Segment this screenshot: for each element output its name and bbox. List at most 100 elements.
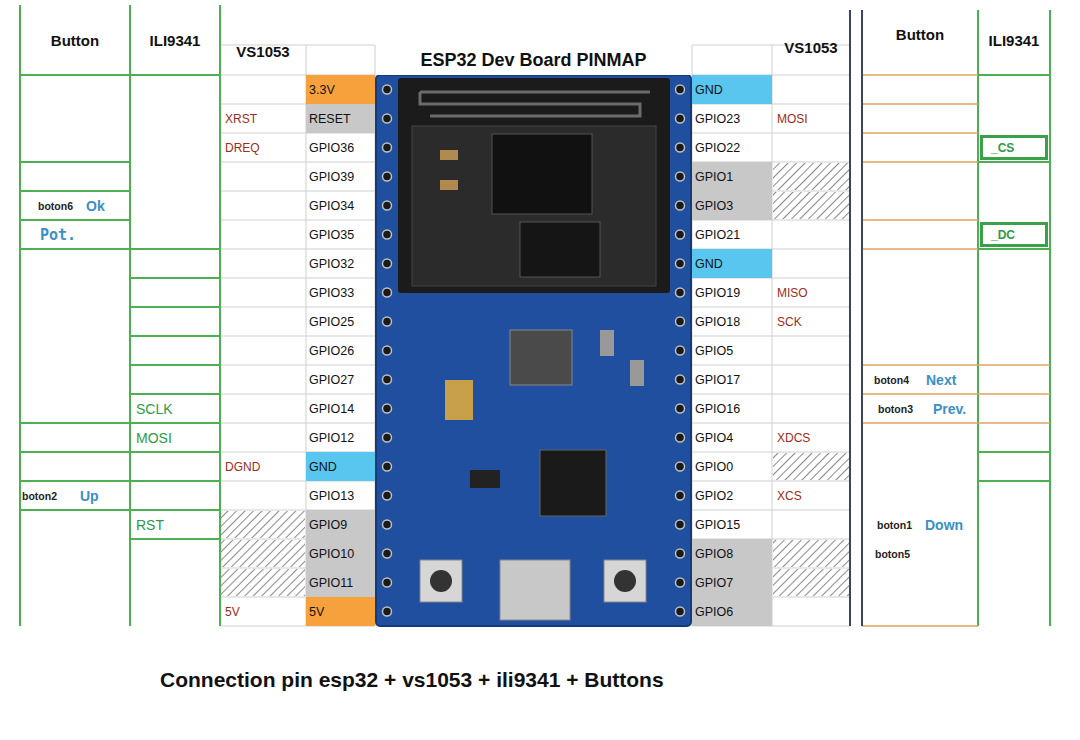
- pin-name: GPIO12: [306, 423, 375, 452]
- signal-name: XDCS: [772, 423, 850, 452]
- header-pins: [676, 201, 685, 210]
- header-pins: [676, 607, 685, 616]
- header-pins: [383, 491, 392, 500]
- pcb: [376, 75, 691, 626]
- header-pins: [383, 259, 392, 268]
- button-function: Next: [926, 365, 956, 394]
- pin-name: GPIO35: [306, 220, 375, 249]
- smd-parts: [440, 150, 458, 160]
- signal-name: _DC: [980, 222, 1048, 247]
- column-header: VS1053: [220, 30, 306, 72]
- diagram-caption: Connection pin esp32 + vs1053 + ili9341 …: [160, 664, 664, 696]
- en-button: [420, 560, 462, 602]
- hatched-cell: [773, 540, 849, 567]
- antenna-trace: [420, 92, 650, 116]
- pin-name: GPIO17: [692, 365, 772, 394]
- hatched-cell: [221, 511, 305, 538]
- pin-name: RESET: [306, 104, 375, 133]
- pin-name: GPIO27: [306, 365, 375, 394]
- header-pins: [383, 607, 392, 616]
- signal-name: MISO: [772, 278, 850, 307]
- button-function: Pot.: [40, 220, 76, 249]
- button-name: boton1: [877, 510, 912, 539]
- pin-name: GPIO32: [306, 249, 375, 278]
- pin-name: GND: [692, 249, 772, 278]
- header-pins: [383, 172, 392, 181]
- pin-name: GPIO10: [306, 539, 375, 568]
- pin-name: 5V: [306, 597, 375, 626]
- pin-name: GPIO23: [692, 104, 772, 133]
- pin-name: GPIO13: [306, 481, 375, 510]
- header-pins: [383, 201, 392, 210]
- header-pins: [676, 143, 685, 152]
- pin-name: GPIO1: [692, 162, 772, 191]
- signal-name: DGND: [220, 452, 306, 481]
- green-grid: [20, 5, 1050, 626]
- signal-name: RST: [130, 510, 220, 539]
- button-function: Up: [80, 481, 99, 510]
- smd-parts: [630, 360, 644, 386]
- pin-name: GPIO25: [306, 307, 375, 336]
- pin-name: GPIO11: [306, 568, 375, 597]
- header-pins: [383, 114, 392, 123]
- signal-name: XRST: [220, 104, 306, 133]
- pin-name: GPIO15: [692, 510, 772, 539]
- header-pins: [383, 85, 392, 94]
- header-pins: [676, 578, 685, 587]
- header-pins: [383, 433, 392, 442]
- signal-name: MOSI: [772, 104, 850, 133]
- hatched-cell: [773, 453, 849, 480]
- divider-lines: [850, 10, 862, 626]
- pin-name: GPIO0: [692, 452, 772, 481]
- pin-name: GPIO18: [692, 307, 772, 336]
- header-pins: [383, 143, 392, 152]
- usb-uart-chip: [540, 450, 606, 516]
- header-pins: [676, 491, 685, 500]
- smd-parts: [440, 180, 458, 190]
- button-function: Prev.: [933, 394, 966, 423]
- pin-name: GPIO26: [306, 336, 375, 365]
- smd-parts: [600, 330, 614, 356]
- signal-name: SCLK: [130, 394, 220, 423]
- pin-name: GPIO2: [692, 481, 772, 510]
- pin-name: GPIO21: [692, 220, 772, 249]
- header-pins: [383, 230, 392, 239]
- hatched-cell: [773, 569, 849, 596]
- header-pins: [383, 520, 392, 529]
- signal-name: SCK: [772, 307, 850, 336]
- boot-button: [604, 560, 646, 602]
- header-pins: [676, 317, 685, 326]
- button-name: boton2: [22, 481, 57, 510]
- esp32-chip: [492, 134, 592, 214]
- header-pins: [383, 288, 392, 297]
- header-pins: [676, 462, 685, 471]
- hatched-cell: [221, 569, 305, 596]
- wifi-module: [398, 78, 670, 293]
- voltage-regulator: [510, 330, 572, 385]
- pin-name: GPIO6: [692, 597, 772, 626]
- signal-name: _CS: [980, 135, 1048, 160]
- capacitor: [445, 380, 473, 420]
- pin-name: GPIO16: [692, 394, 772, 423]
- orange-grid: [862, 10, 1050, 626]
- pin-name: GPIO22: [692, 133, 772, 162]
- header-pins: [676, 404, 685, 413]
- hatched-cell: [773, 163, 849, 190]
- pin-name: GPIO34: [306, 191, 375, 220]
- pin-name: GPIO7: [692, 568, 772, 597]
- pin-name: GPIO39: [306, 162, 375, 191]
- diagram-title: ESP32 Dev Board PINMAP: [377, 46, 690, 75]
- header-pins: [383, 578, 392, 587]
- column-header: Button: [862, 8, 978, 60]
- signal-name: MOSI: [130, 423, 220, 452]
- pin-name: GPIO19: [692, 278, 772, 307]
- smd-parts: [470, 470, 500, 488]
- grey-grid: [220, 45, 850, 626]
- boot-button-cap: [614, 570, 636, 592]
- pin-name: GPIO5: [692, 336, 772, 365]
- signal-name: 5V: [220, 597, 306, 626]
- column-header: Button: [20, 5, 130, 75]
- button-name: boton3: [878, 394, 913, 423]
- hatched-cell: [773, 192, 849, 219]
